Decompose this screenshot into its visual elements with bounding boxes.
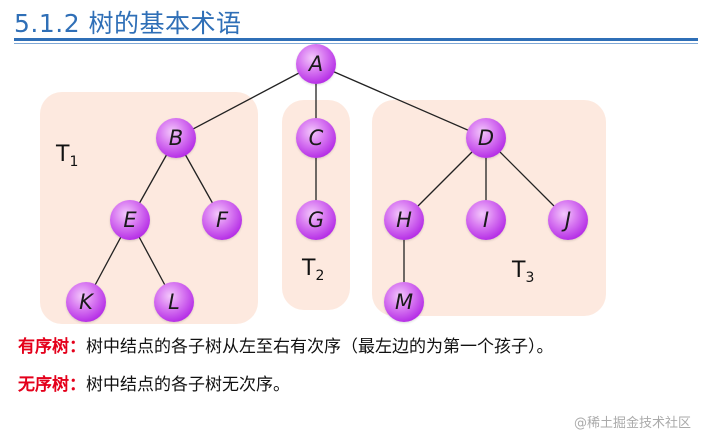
subtree-label-base: T	[56, 142, 70, 167]
watermark: @稀土掘金技术社区	[573, 416, 691, 431]
tree-node-j: J	[548, 200, 588, 240]
node-label: I	[482, 208, 490, 232]
tree-node-g: G	[296, 200, 336, 240]
tree-edge-a-b	[175, 63, 317, 139]
node-label: G	[307, 208, 325, 232]
subtree-label-base: T	[302, 256, 316, 281]
node-label: K	[79, 290, 93, 314]
tree-node-m: M	[384, 282, 424, 322]
tree-node-i: I	[466, 200, 506, 240]
node-label: A	[308, 52, 324, 76]
subtree-label-t3: T3	[512, 258, 534, 286]
node-label: J	[564, 208, 572, 232]
definition-term: 无序树：	[18, 375, 86, 395]
node-label: D	[477, 126, 495, 150]
node-label: E	[123, 208, 137, 232]
definition-ordered-tree: 有序树：树中结点的各子树从左至右有次序（最左边的为第一个孩子）。	[18, 332, 554, 357]
title-underline-thin	[14, 43, 698, 44]
page-title: 5.1.2 树的基本术语	[14, 9, 242, 38]
title-underline	[14, 38, 698, 41]
subtree-label-sub: 3	[525, 270, 535, 286]
definition-text: 树中结点的各子树无次序。	[86, 375, 290, 395]
tree-node-l: L	[154, 282, 194, 322]
tree-node-d: D	[466, 118, 506, 158]
subtree-label-t1: T1	[56, 142, 78, 170]
node-label: H	[396, 208, 412, 232]
tree-node-a: A	[296, 44, 336, 84]
tree-node-b: B	[156, 118, 196, 158]
subtree-label-sub: 1	[69, 154, 79, 170]
node-label: B	[168, 126, 184, 150]
subtree-label-sub: 2	[315, 268, 325, 284]
tree-edge-a-d	[315, 63, 487, 139]
tree-node-f: F	[202, 200, 242, 240]
tree-node-e: E	[110, 200, 150, 240]
tree-node-c: C	[296, 118, 336, 158]
node-label: C	[308, 126, 324, 150]
tree-node-k: K	[66, 282, 106, 322]
subtree-label-t2: T2	[302, 256, 324, 284]
definition-unordered-tree: 无序树：树中结点的各子树无次序。	[18, 370, 290, 395]
definition-text: 树中结点的各子树从左至右有次序（最左边的为第一个孩子）。	[86, 337, 554, 357]
node-label: M	[394, 290, 414, 314]
subtree-label-base: T	[512, 258, 526, 283]
node-label: L	[168, 290, 180, 314]
node-label: F	[215, 208, 229, 232]
definition-term: 有序树：	[18, 337, 86, 357]
tree-node-h: H	[384, 200, 424, 240]
